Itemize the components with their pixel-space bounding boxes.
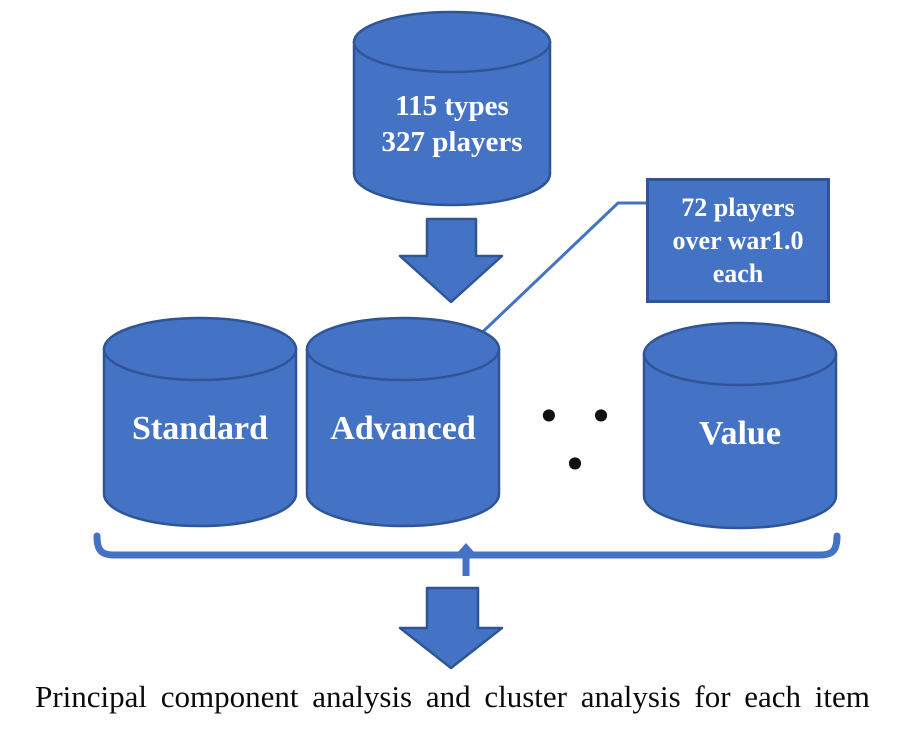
callout-connector-line <box>468 201 646 346</box>
cylinder-advanced-label: Advanced <box>330 410 476 447</box>
ellipsis-dots: • • • <box>536 392 614 489</box>
cylinder-value-label: Value <box>699 415 781 452</box>
callout-box: 72 players over war1.0 each <box>646 178 830 303</box>
caption: Principal component analysis and cluster… <box>35 679 870 714</box>
database-cylinder-icon <box>102 316 298 528</box>
callout-line3: each <box>712 259 764 288</box>
database-cylinder-icon <box>352 10 552 207</box>
database-cylinder-icon <box>305 316 501 528</box>
cylinder-advanced: Advanced <box>305 316 501 529</box>
database-cylinder-icon <box>642 321 838 530</box>
callout-line2: over war1.0 <box>672 226 804 255</box>
top-cylinder-line1: 115 types <box>395 90 509 122</box>
down-arrow-top-icon <box>398 217 504 304</box>
top-cylinder-label: 115 types 327 players <box>352 88 552 160</box>
top-cylinder: 115 types 327 players <box>352 10 552 208</box>
callout-text: 72 players over war1.0 each <box>673 191 804 290</box>
cylinder-standard-label: Standard <box>131 410 269 447</box>
callout-line1: 72 players <box>681 193 795 222</box>
cylinder-value: Value <box>642 321 838 531</box>
brace-center-peak <box>458 543 474 552</box>
down-arrow-bottom-icon <box>398 586 504 670</box>
top-cylinder-line2: 327 players <box>381 126 523 158</box>
cylinder-standard: Standard <box>102 316 298 529</box>
